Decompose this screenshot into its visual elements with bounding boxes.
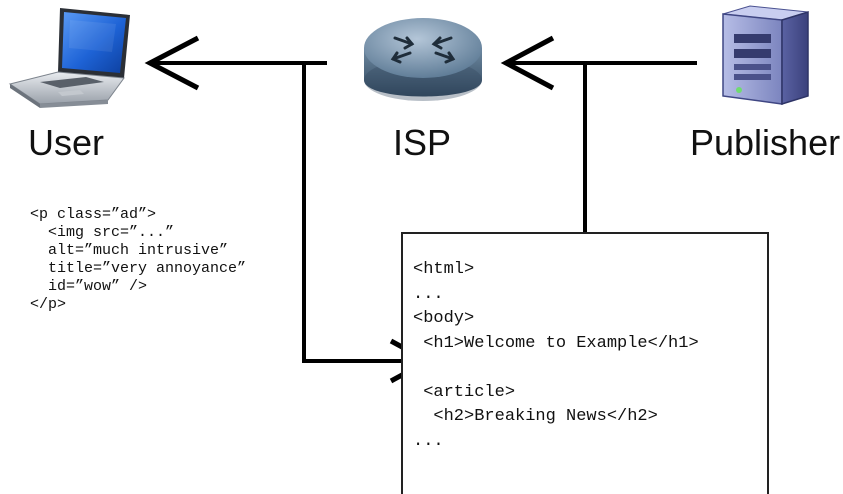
router-icon <box>364 18 482 101</box>
laptop-icon <box>8 8 130 108</box>
isp-to-user-arrowhead <box>144 35 200 91</box>
snippet-line: <p class=”ad”> <box>30 206 157 223</box>
document-line: ... <box>413 431 444 451</box>
snippet-line: id=”wow” /> <box>30 278 148 295</box>
snippet-line: title=”very annoyance” <box>30 260 247 277</box>
document-line: <body> <box>413 309 475 328</box>
snippet-line: </p> <box>30 296 67 313</box>
server-icon <box>722 5 809 106</box>
document-line: <article> <box>413 382 516 402</box>
publisher-label: Publisher <box>690 122 841 163</box>
connector-lines <box>144 35 697 384</box>
page-document-code: <html> ... <body> <h1>Welcome to Example… <box>413 258 699 454</box>
page-document-box: <html> ... <body> <h1>Welcome to Example… <box>401 232 769 494</box>
document-line: <h2>Breaking News</h2> <box>413 407 658 426</box>
injected-ad-snippet: <p class=”ad”> <img src=”...” alt=”much … <box>30 206 246 314</box>
document-line: <h1>Welcome to Example</h1> <box>413 333 699 353</box>
injection-line <box>302 63 420 363</box>
snippet-line: <img src=”...” <box>30 224 175 241</box>
icons-layer <box>8 5 809 108</box>
snippet-line: alt=”much intrusive” <box>30 242 229 259</box>
document-line: ... <box>413 284 444 304</box>
publisher-to-isp-arrowhead <box>500 35 555 91</box>
document-line: <html> <box>413 260 475 279</box>
isp-label: ISP <box>393 122 452 163</box>
user-label: User <box>28 122 105 163</box>
